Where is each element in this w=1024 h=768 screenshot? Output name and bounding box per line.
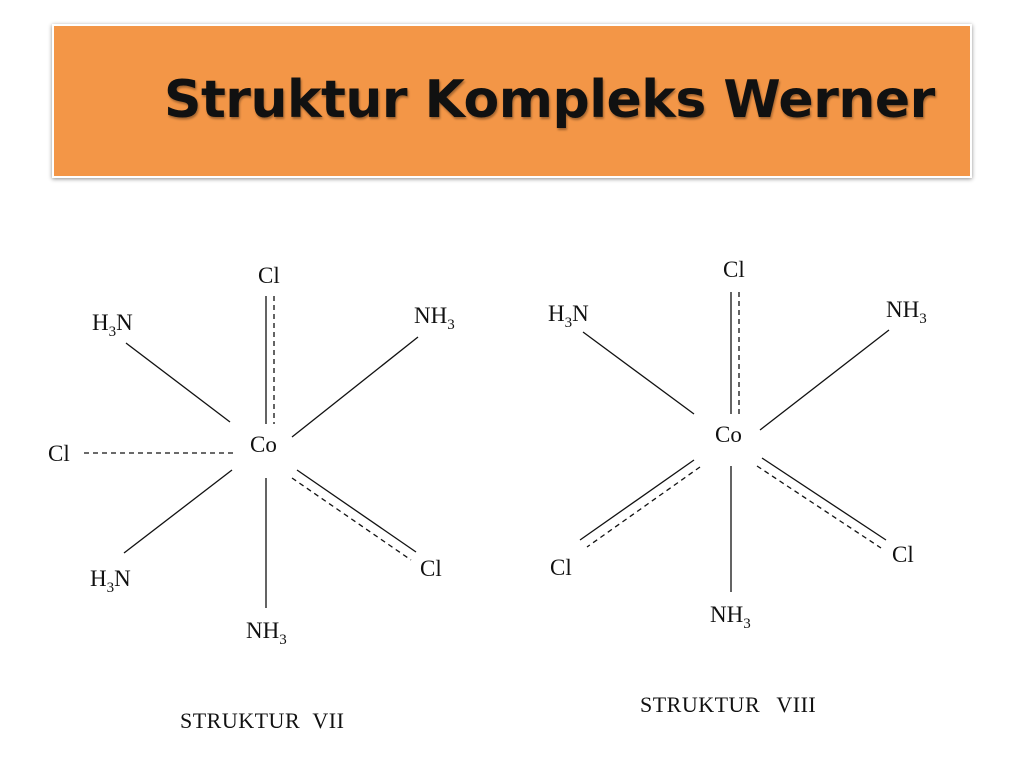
- ligand-lower-right: Cl: [420, 556, 442, 581]
- ligand-bottom: NH3: [246, 618, 287, 648]
- bond-upper-left: [582, 331, 695, 415]
- ligand-upper-left: H3N: [548, 301, 589, 331]
- bond-lower-left: [579, 459, 701, 548]
- ligand-top: Cl: [723, 257, 745, 282]
- center-atom: Co: [715, 422, 742, 447]
- bond-upper-right: [291, 336, 419, 438]
- ligand-lower-right: Cl: [892, 542, 914, 567]
- bond-top: [265, 296, 275, 424]
- page-title: Struktur Kompleks Werner: [164, 70, 935, 130]
- ligand-bottom: NH3: [710, 602, 751, 632]
- ligand-top: Cl: [258, 263, 280, 288]
- ligand-lower-left: Cl: [550, 555, 572, 580]
- bond-lower-right: [756, 457, 887, 549]
- title-banner: Struktur Kompleks Werner: [52, 24, 972, 178]
- ligand-lower-left: H3N: [90, 566, 131, 596]
- bond-lower-left: [123, 469, 233, 554]
- bond-upper-left: [125, 342, 231, 423]
- bond-upper-right: [759, 329, 890, 431]
- bond-top: [730, 292, 740, 414]
- ligand-left: Cl: [48, 441, 70, 466]
- ligand-upper-left: H3N: [92, 310, 133, 340]
- ligand-upper-right: NH3: [886, 297, 927, 327]
- center-atom: Co: [250, 432, 277, 457]
- bond-lower-right: [291, 469, 417, 561]
- ligand-upper-right: NH3: [414, 303, 455, 333]
